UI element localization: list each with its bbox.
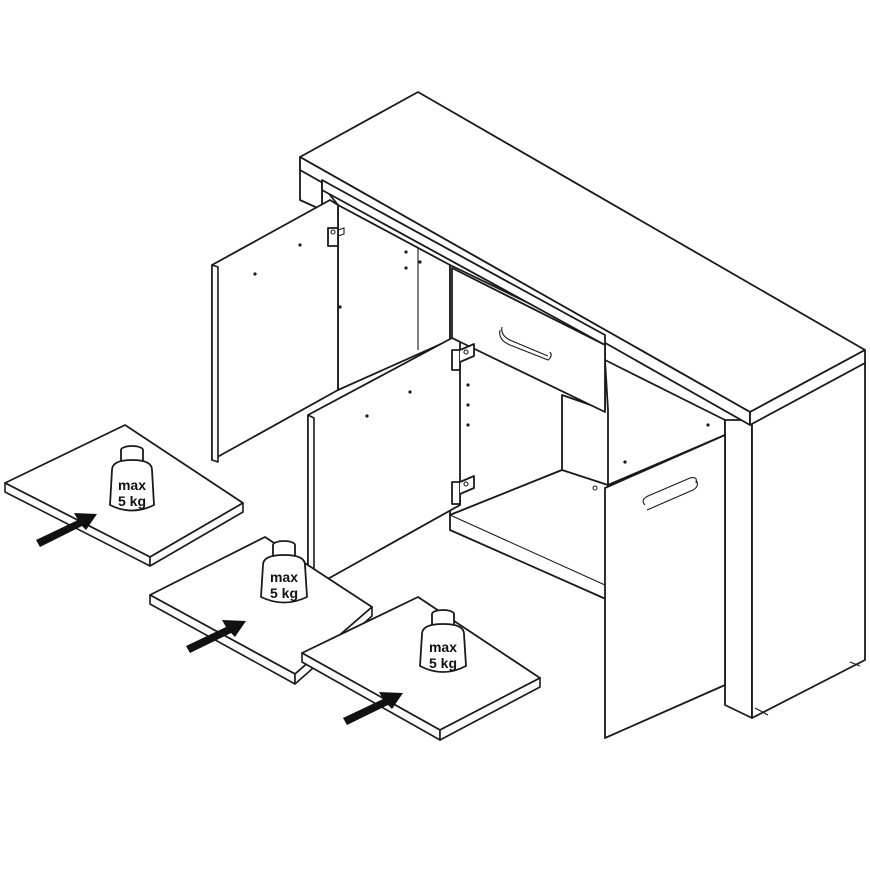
insert-arrow-icon — [343, 692, 403, 725]
right-door — [604, 434, 726, 739]
weight-label-max: max — [118, 477, 146, 493]
weight-label-kg: 5 kg — [270, 585, 298, 601]
insert-arrow-icon — [186, 620, 246, 653]
weight-icon: max 5 kg — [419, 609, 467, 673]
handle-icon — [642, 477, 697, 506]
weight-label-kg: 5 kg — [429, 655, 457, 671]
handle-icon — [499, 329, 552, 361]
hinge-icon — [451, 343, 475, 371]
shelf-1: max 5 kg — [4, 424, 244, 567]
left-door — [211, 199, 345, 463]
cabinet-body — [299, 91, 866, 719]
drawer — [451, 267, 606, 413]
weight-label-kg: 5 kg — [118, 493, 146, 509]
middle-door — [307, 337, 475, 593]
weight-icon: max 5 kg — [109, 445, 155, 512]
hinge-icon — [451, 475, 475, 505]
insert-arrow-icon — [36, 513, 97, 547]
hinge-icon — [327, 227, 345, 247]
weight-label-max: max — [429, 639, 457, 655]
shelf-3: max 5 kg — [301, 596, 541, 741]
weight-label-max: max — [270, 569, 298, 585]
weight-icon: max 5 kg — [260, 540, 308, 604]
